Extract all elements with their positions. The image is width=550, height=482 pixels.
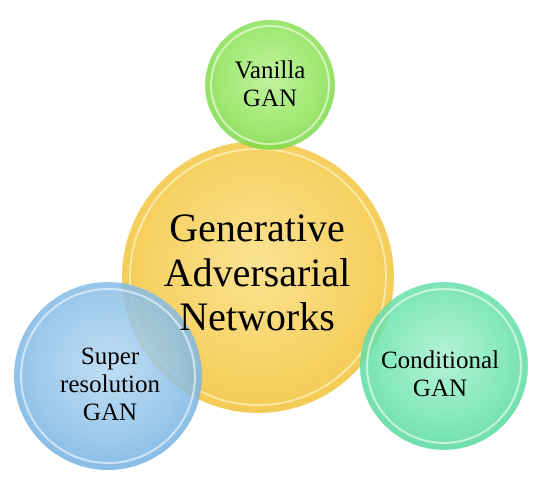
- right-label: Conditional GAN: [380, 347, 500, 402]
- center-label: Generative Adversarial Networks: [163, 204, 351, 340]
- left-label: Super resolution GAN: [60, 343, 160, 426]
- top-circle: [205, 20, 335, 150]
- right-circle: [360, 282, 528, 450]
- left-circle: [14, 282, 202, 470]
- top-label: Vanilla GAN: [234, 57, 306, 112]
